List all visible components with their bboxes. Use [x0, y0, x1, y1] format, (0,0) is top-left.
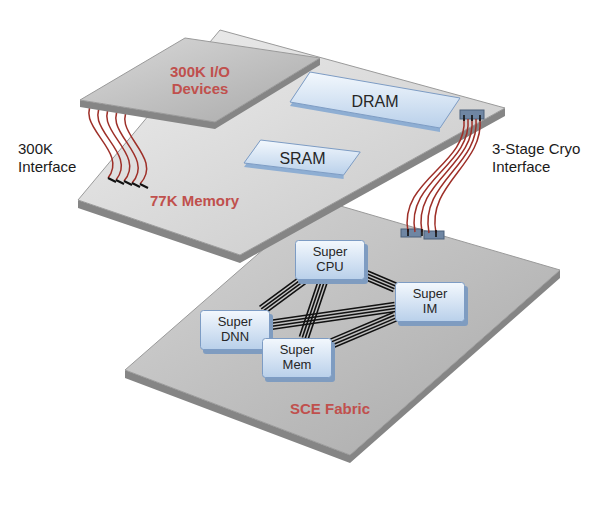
processor-block: Super IM: [395, 282, 465, 322]
top-face: [290, 72, 460, 128]
cryo-chip: [401, 229, 421, 237]
block-face: [396, 283, 465, 322]
sce-fabric-layer: SCE Fabric Super CPU Super DNN Super IM Supe…: [125, 200, 560, 463]
io-layer: 300K I/O Devices: [80, 38, 320, 129]
cryo-chip: [424, 231, 444, 239]
processor-block: Super CPU: [295, 240, 365, 280]
terminal: [463, 115, 465, 121]
block-label: DRAM: [351, 93, 398, 111]
interface-label: 300K Interface: [18, 140, 98, 176]
terminal: [407, 229, 409, 236]
memory-layer-outline: [78, 30, 505, 263]
layer-title: SCE Fabric: [290, 400, 370, 417]
terminal: [421, 229, 423, 236]
memory-layer: 77K Memory DRAM SRAM: [78, 30, 505, 263]
top-face: [78, 30, 505, 255]
memory-chip: DRAM: [290, 72, 460, 132]
processor-block: Super Mem: [262, 338, 332, 378]
top-face: [125, 200, 560, 455]
block-label: Super Mem: [271, 343, 323, 373]
terminal: [471, 115, 473, 121]
terminal: [435, 230, 437, 237]
block-face: [201, 311, 270, 350]
block-label: SRAM: [279, 150, 325, 168]
layer-title: 300K I/O Devices: [155, 63, 245, 98]
label-anchor: 3-Stage Cryo Interface: [492, 140, 588, 176]
top-face: [244, 140, 360, 175]
block-label: Super CPU: [304, 245, 356, 275]
processor-block: Super DNN: [200, 310, 270, 350]
sce-fabric-layer-outline: [125, 200, 560, 463]
block-face: [296, 241, 365, 280]
block-face: [263, 339, 332, 378]
memory-chip: SRAM: [244, 140, 360, 179]
label-anchor: 300K Interface: [18, 140, 98, 176]
interface-label: 3-Stage Cryo Interface: [492, 140, 588, 176]
terminal: [479, 115, 481, 121]
block-label: Super DNN: [209, 315, 261, 345]
layer-title: 77K Memory: [150, 192, 239, 209]
block-label: Super IM: [404, 287, 456, 317]
